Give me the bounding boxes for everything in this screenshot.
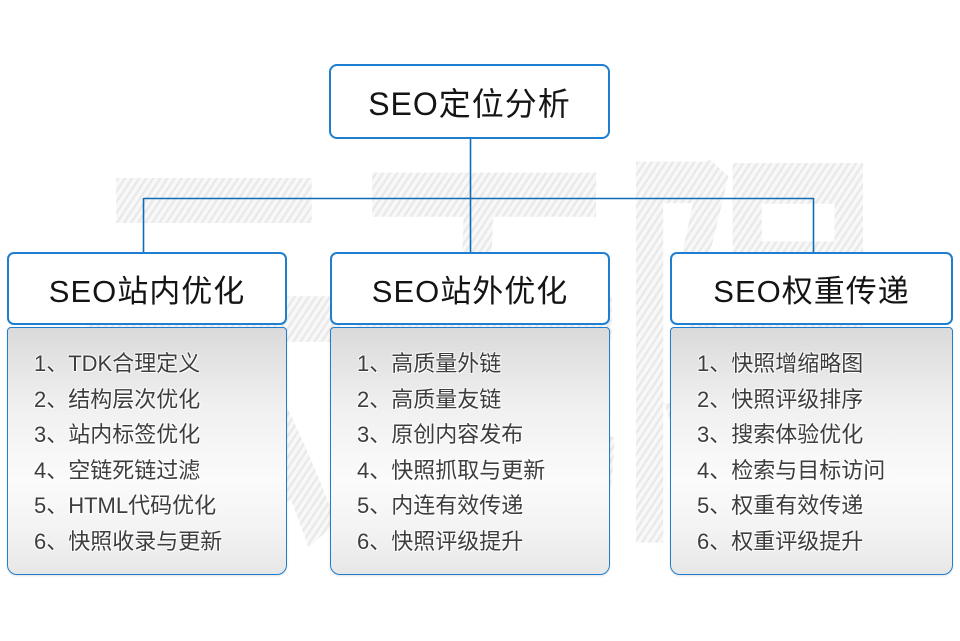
list-item: 2、高质量友链 bbox=[357, 386, 502, 412]
column-weight: SEO权重传递 1、快照增缩略图 2、快照评级排序 3、搜索体验优化 4、检索与… bbox=[670, 252, 953, 575]
weight-item-list: 1、快照增缩略图 2、快照评级排序 3、搜索体验优化 4、检索与目标访问 5、权… bbox=[697, 346, 952, 559]
column-list-offsite: 1、高质量外链 2、高质量友链 3、原创内容发布 4、快照抓取与更新 5、内连有… bbox=[330, 327, 610, 575]
list-item: 1、高质量外链 bbox=[357, 351, 502, 376]
list-item: 1、TDK合理定义 bbox=[34, 351, 201, 376]
list-item: 4、快照抓取与更新 bbox=[357, 457, 546, 483]
list-item: 6、快照收录与更新 bbox=[34, 528, 223, 554]
list-item: 4、空链死链过滤 bbox=[34, 457, 201, 483]
root-node: SEO定位分析 bbox=[329, 64, 610, 139]
list-item: 3、搜索体验优化 bbox=[697, 422, 864, 447]
column-header-onsite: SEO站内优化 bbox=[7, 252, 287, 325]
list-item: 5、内连有效传递 bbox=[357, 493, 524, 518]
column-onsite: SEO站内优化 1、TDK合理定义 2、结构层次优化 3、站内标签优化 4、空链… bbox=[7, 252, 287, 575]
root-node-title: SEO定位分析 bbox=[368, 85, 571, 122]
list-item: 2、结构层次优化 bbox=[34, 386, 201, 412]
list-item: 6、快照评级提升 bbox=[357, 528, 524, 554]
column-list-weight: 1、快照增缩略图 2、快照评级排序 3、搜索体验优化 4、检索与目标访问 5、权… bbox=[670, 327, 953, 575]
list-item: 3、站内标签优化 bbox=[34, 422, 201, 447]
list-item: 3、原创内容发布 bbox=[357, 422, 524, 447]
list-item: 6、权重评级提升 bbox=[697, 528, 864, 554]
column-header-offsite: SEO站外优化 bbox=[330, 252, 610, 325]
column-list-onsite: 1、TDK合理定义 2、结构层次优化 3、站内标签优化 4、空链死链过滤 5、H… bbox=[7, 327, 287, 575]
list-item: 4、检索与目标访问 bbox=[697, 457, 886, 483]
onsite-item-list: 1、TDK合理定义 2、结构层次优化 3、站内标签优化 4、空链死链过滤 5、H… bbox=[34, 346, 286, 559]
column-title-onsite: SEO站内优化 bbox=[48, 274, 246, 309]
column-offsite: SEO站外优化 1、高质量外链 2、高质量友链 3、原创内容发布 4、快照抓取与… bbox=[330, 252, 610, 575]
offsite-item-list: 1、高质量外链 2、高质量友链 3、原创内容发布 4、快照抓取与更新 5、内连有… bbox=[357, 346, 609, 559]
column-title-offsite: SEO站外优化 bbox=[371, 274, 569, 309]
list-item: 5、权重有效传递 bbox=[697, 493, 864, 518]
column-header-weight: SEO权重传递 bbox=[670, 252, 953, 325]
list-item: 2、快照评级排序 bbox=[697, 386, 864, 412]
list-item: 5、HTML代码优化 bbox=[34, 493, 217, 518]
list-item: 1、快照增缩略图 bbox=[697, 351, 864, 376]
column-title-weight: SEO权重传递 bbox=[713, 274, 910, 309]
